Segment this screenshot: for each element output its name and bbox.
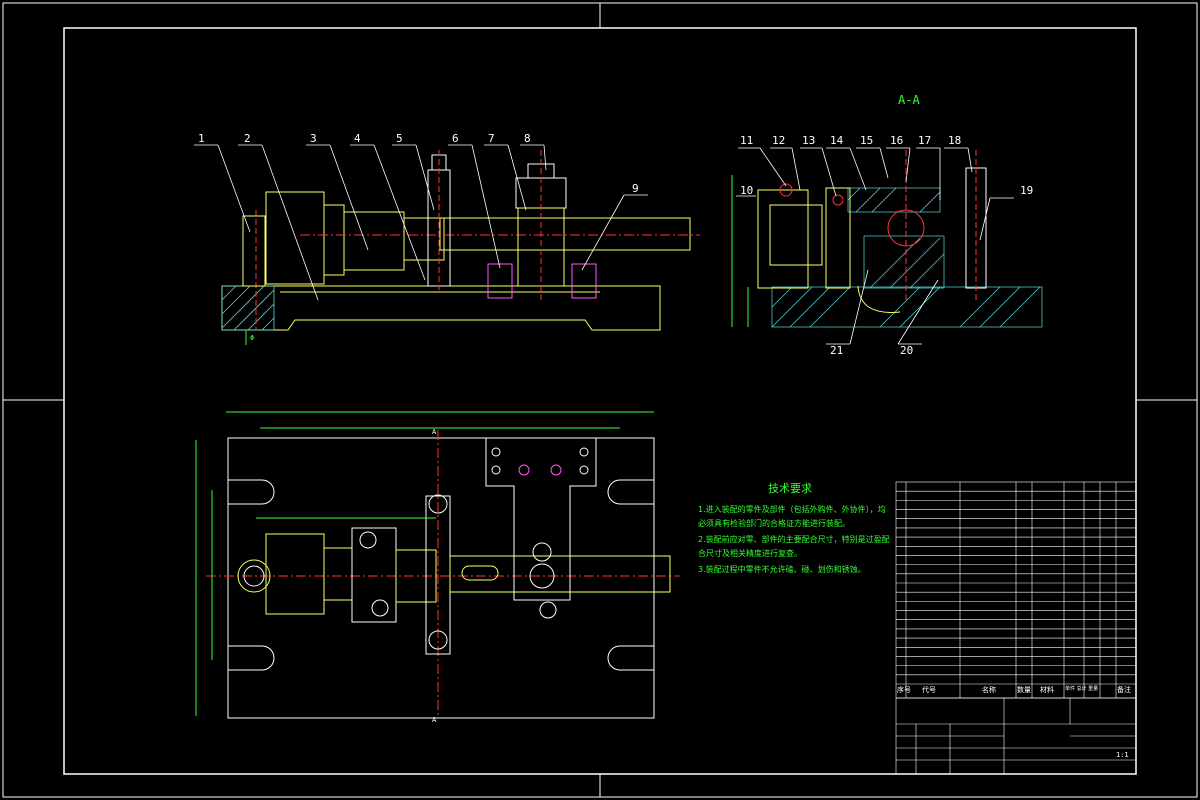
top-view: A A [195, 411, 680, 724]
bom-header-cell: 数量 [1017, 685, 1031, 694]
svg-text:Φ: Φ [250, 334, 254, 342]
callout-label: 10 [740, 184, 753, 197]
callout-label: 13 [802, 134, 815, 147]
callout-label: 1 [198, 132, 205, 145]
section-label: A-A [898, 93, 920, 107]
callout-label: 14 [830, 134, 844, 147]
bom-table [895, 481, 1137, 699]
front-left-hatch [221, 285, 275, 331]
tech-requirements-title: 技术要求 [768, 482, 812, 495]
tech-requirement-line: 1.进入装配的零件及部件（包括外购件、外协件），均 [698, 504, 886, 514]
tech-requirement-line: 合尺寸及相关精度进行复查。 [698, 548, 802, 558]
callout-label: 19 [1020, 184, 1033, 197]
section-view [731, 150, 1043, 328]
svg-text:A: A [432, 716, 437, 724]
bom-header-cell: 名称 [982, 685, 996, 694]
callout-label: 4 [354, 132, 361, 145]
callout-label: 17 [918, 134, 931, 147]
callout-label: 18 [948, 134, 961, 147]
callout-label: 16 [890, 134, 903, 147]
bom-header: 序号 代号 名称 数量 材料 单件 总计 重量 备注 [897, 685, 1131, 694]
front-callouts [194, 144, 648, 301]
scale-value: 1:1 [1116, 751, 1129, 759]
callout-label: 6 [452, 132, 459, 145]
bom-header-cell: 序号 [897, 685, 911, 694]
bom-header-cell: 单件 总计 重量 [1065, 685, 1098, 692]
front-callout-labels: 1 2 3 4 5 6 7 8 9 [198, 132, 639, 195]
callout-label: 21 [830, 344, 843, 357]
callout-label: 20 [900, 344, 913, 357]
tech-requirement-line: 2.装配前应对零、部件的主要配合尺寸，特别是过盈配 [698, 534, 890, 544]
callout-label: 7 [488, 132, 495, 145]
callout-label: 2 [244, 132, 251, 145]
svg-text:A: A [432, 428, 437, 436]
callout-label: 12 [772, 134, 785, 147]
callout-label: 3 [310, 132, 317, 145]
bom-header-cell: 材料 [1040, 685, 1054, 694]
callout-label: 15 [860, 134, 873, 147]
bom-header-cell: 代号 [922, 685, 936, 694]
tech-requirement-line: 3.装配过程中零件不允许磕、碰、划伤和锈蚀。 [698, 564, 866, 574]
callout-label: 5 [396, 132, 403, 145]
section-callout-leaders [736, 147, 1014, 345]
title-block [895, 697, 1137, 775]
callout-label: 9 [632, 182, 639, 195]
tech-requirements: 技术要求 1.进入装配的零件及部件（包括外购件、外协件），均 必须具有检验部门的… [698, 482, 890, 574]
callout-label: 8 [524, 132, 531, 145]
section-callout-labels: 11 12 13 14 15 16 17 18 19 10 21 20 [740, 134, 1033, 357]
callout-label: 11 [740, 134, 753, 147]
front-view: Φ [221, 150, 700, 345]
tech-requirement-line: 必须具有检验部门的合格证方能进行装配。 [698, 518, 850, 528]
bom-header-cell: 备注 [1117, 685, 1131, 694]
